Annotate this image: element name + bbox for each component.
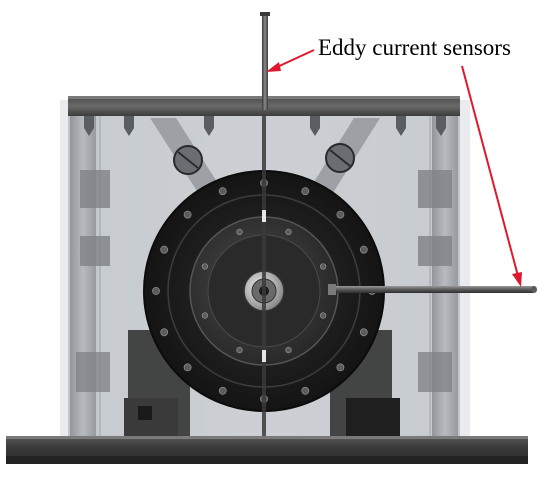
disc-bolt	[218, 187, 227, 196]
right-side-pillar	[418, 116, 458, 438]
disc-bolt	[152, 287, 160, 295]
disc-bolt	[160, 245, 169, 254]
disc-bolt	[183, 363, 192, 372]
disc-bolt	[160, 328, 169, 337]
hub-bolt	[285, 228, 292, 235]
vertical-shaft	[262, 116, 266, 436]
hub-bolt	[285, 347, 292, 354]
disc-bolt	[336, 210, 345, 219]
shaft-marker-top	[262, 210, 266, 222]
shaft-marker-bottom	[262, 350, 266, 362]
disc-bolt	[218, 386, 227, 395]
eddy-sensor-horizontal	[328, 284, 537, 295]
disc-bolt	[359, 328, 368, 337]
disc-bolt	[359, 245, 368, 254]
disc-bolt	[336, 363, 345, 372]
disc-bolt	[301, 386, 310, 395]
disc-bolt-circle	[152, 179, 376, 403]
eddy-sensors-label: Eddy current sensors	[318, 35, 511, 60]
top-plate-bolts	[84, 116, 446, 136]
hub-bolt	[236, 347, 243, 354]
left-side-pillar	[70, 116, 110, 438]
hub-bolt	[320, 263, 327, 270]
disc-bolt	[301, 187, 310, 196]
hub-bolt	[320, 312, 327, 319]
annotation-arrows	[266, 49, 522, 287]
eddy-sensor-vertical	[260, 12, 270, 110]
disc-bolt	[183, 210, 192, 219]
base-plate	[6, 436, 528, 464]
hub-bolt	[201, 312, 208, 319]
hub-bolt	[201, 263, 208, 270]
hub-bolt	[236, 228, 243, 235]
